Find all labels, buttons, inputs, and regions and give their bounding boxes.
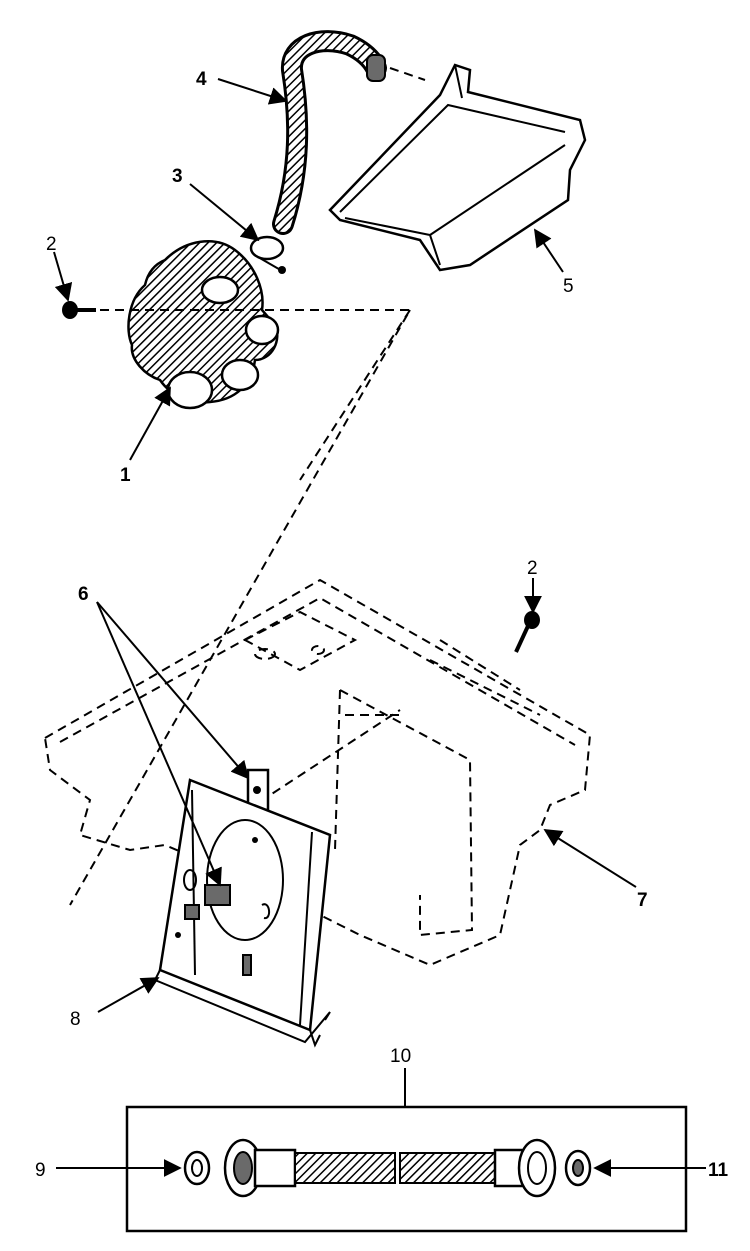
hose-kit-parts [183, 1138, 592, 1198]
hose-clamp [249, 235, 286, 274]
callout-10: 10 [390, 1046, 411, 1067]
callout-4: 4 [196, 69, 207, 90]
water-valve [127, 240, 280, 410]
screw-top [62, 301, 96, 319]
callout-2-top: 2 [46, 234, 57, 255]
mounting-bracket [153, 778, 332, 1048]
dispenser-tray [328, 63, 587, 272]
callout-8: 8 [70, 1009, 81, 1030]
clip-upper [246, 768, 270, 812]
callout-5: 5 [563, 276, 574, 297]
callout-3: 3 [172, 166, 183, 187]
fill-hose [272, 30, 426, 235]
callout-2-right: 2 [527, 558, 538, 579]
callout-1: 1 [120, 465, 131, 486]
callout-9: 9 [35, 1160, 46, 1181]
leader-arrows [53, 78, 706, 1177]
callout-6: 6 [78, 584, 89, 605]
callout-7: 7 [637, 890, 648, 911]
top-panel [43, 578, 592, 967]
callout-11: 11 [708, 1160, 729, 1181]
screw-right [514, 611, 540, 653]
hose-kit-box [125, 1068, 688, 1233]
